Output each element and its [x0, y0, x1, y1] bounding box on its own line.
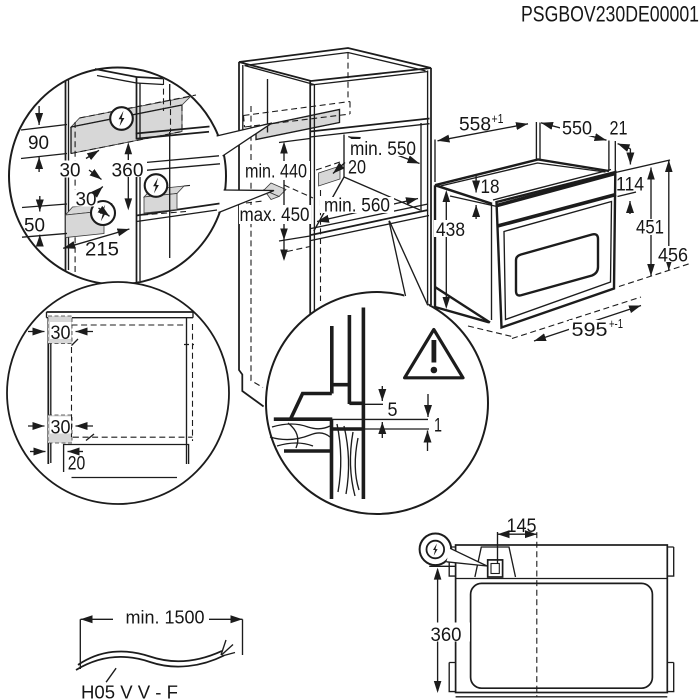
svg-text:min. 560: min. 560 — [324, 196, 390, 217]
svg-text:21: 21 — [610, 119, 628, 140]
svg-text:30: 30 — [60, 160, 81, 182]
svg-text:558: 558 — [459, 115, 491, 136]
svg-text:595: 595 — [572, 320, 608, 341]
svg-text:90: 90 — [28, 132, 49, 154]
svg-text:30: 30 — [51, 323, 71, 344]
svg-text:145: 145 — [507, 516, 537, 537]
svg-text:min. 550: min. 550 — [350, 139, 416, 160]
svg-text:360: 360 — [112, 160, 144, 182]
svg-text:18: 18 — [481, 177, 500, 198]
svg-text:5: 5 — [388, 400, 398, 421]
svg-text:1: 1 — [434, 416, 442, 437]
svg-text:215: 215 — [85, 239, 119, 261]
svg-text:20: 20 — [348, 158, 366, 179]
svg-text:114: 114 — [616, 175, 644, 196]
svg-text:max. 450: max. 450 — [240, 205, 310, 226]
svg-text:PSGBOV230DE00001: PSGBOV230DE00001 — [521, 2, 699, 27]
svg-text:30: 30 — [51, 418, 71, 439]
svg-text:H05 V V - F: H05 V V - F — [81, 682, 178, 700]
svg-text:550: 550 — [562, 119, 592, 140]
svg-text:50: 50 — [24, 215, 45, 237]
svg-text:438: 438 — [436, 220, 465, 241]
svg-text:451: 451 — [636, 218, 664, 239]
svg-text:360: 360 — [431, 625, 462, 646]
svg-text:30: 30 — [76, 189, 97, 211]
svg-text:456: 456 — [658, 246, 688, 267]
svg-text:min. 440: min. 440 — [245, 162, 307, 183]
svg-text:20: 20 — [68, 454, 86, 475]
svg-text:+1: +1 — [492, 111, 504, 126]
svg-text:min. 1500: min. 1500 — [126, 608, 205, 628]
svg-text:+-1: +-1 — [609, 316, 623, 331]
